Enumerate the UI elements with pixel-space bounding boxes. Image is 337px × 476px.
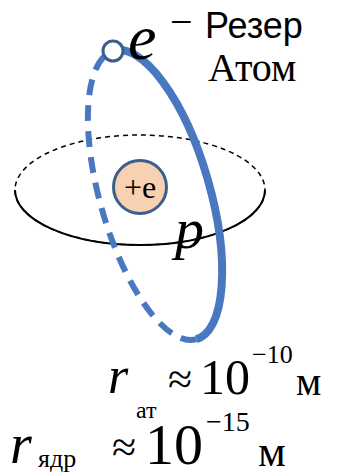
power-exponent: −15 xyxy=(206,408,250,436)
power-base: 10 xyxy=(200,352,250,402)
title-fragment: Резер xyxy=(205,8,303,44)
radius-symbol: r xyxy=(108,350,128,402)
title-fragment: Атом xyxy=(208,48,296,88)
proton-label: p xyxy=(175,200,204,258)
nucleus-charge: +e xyxy=(124,171,156,203)
radius-symbol: r xyxy=(10,416,32,472)
power-exponent: −10 xyxy=(252,342,293,368)
approx-sign: ≈ xyxy=(112,426,136,470)
electron-symbol xyxy=(103,41,123,61)
orbit-dashed-back xyxy=(15,135,265,245)
approx-sign: ≈ xyxy=(168,358,192,402)
charge-sign: − xyxy=(170,2,193,42)
radius-subscript: ядр xyxy=(38,446,76,472)
electron-symbol-text: e xyxy=(128,6,156,70)
unit: м xyxy=(258,430,286,474)
unit: м xyxy=(296,362,321,402)
nucleus-circle: +ep xyxy=(112,159,168,215)
power-base: 10 xyxy=(145,416,203,474)
